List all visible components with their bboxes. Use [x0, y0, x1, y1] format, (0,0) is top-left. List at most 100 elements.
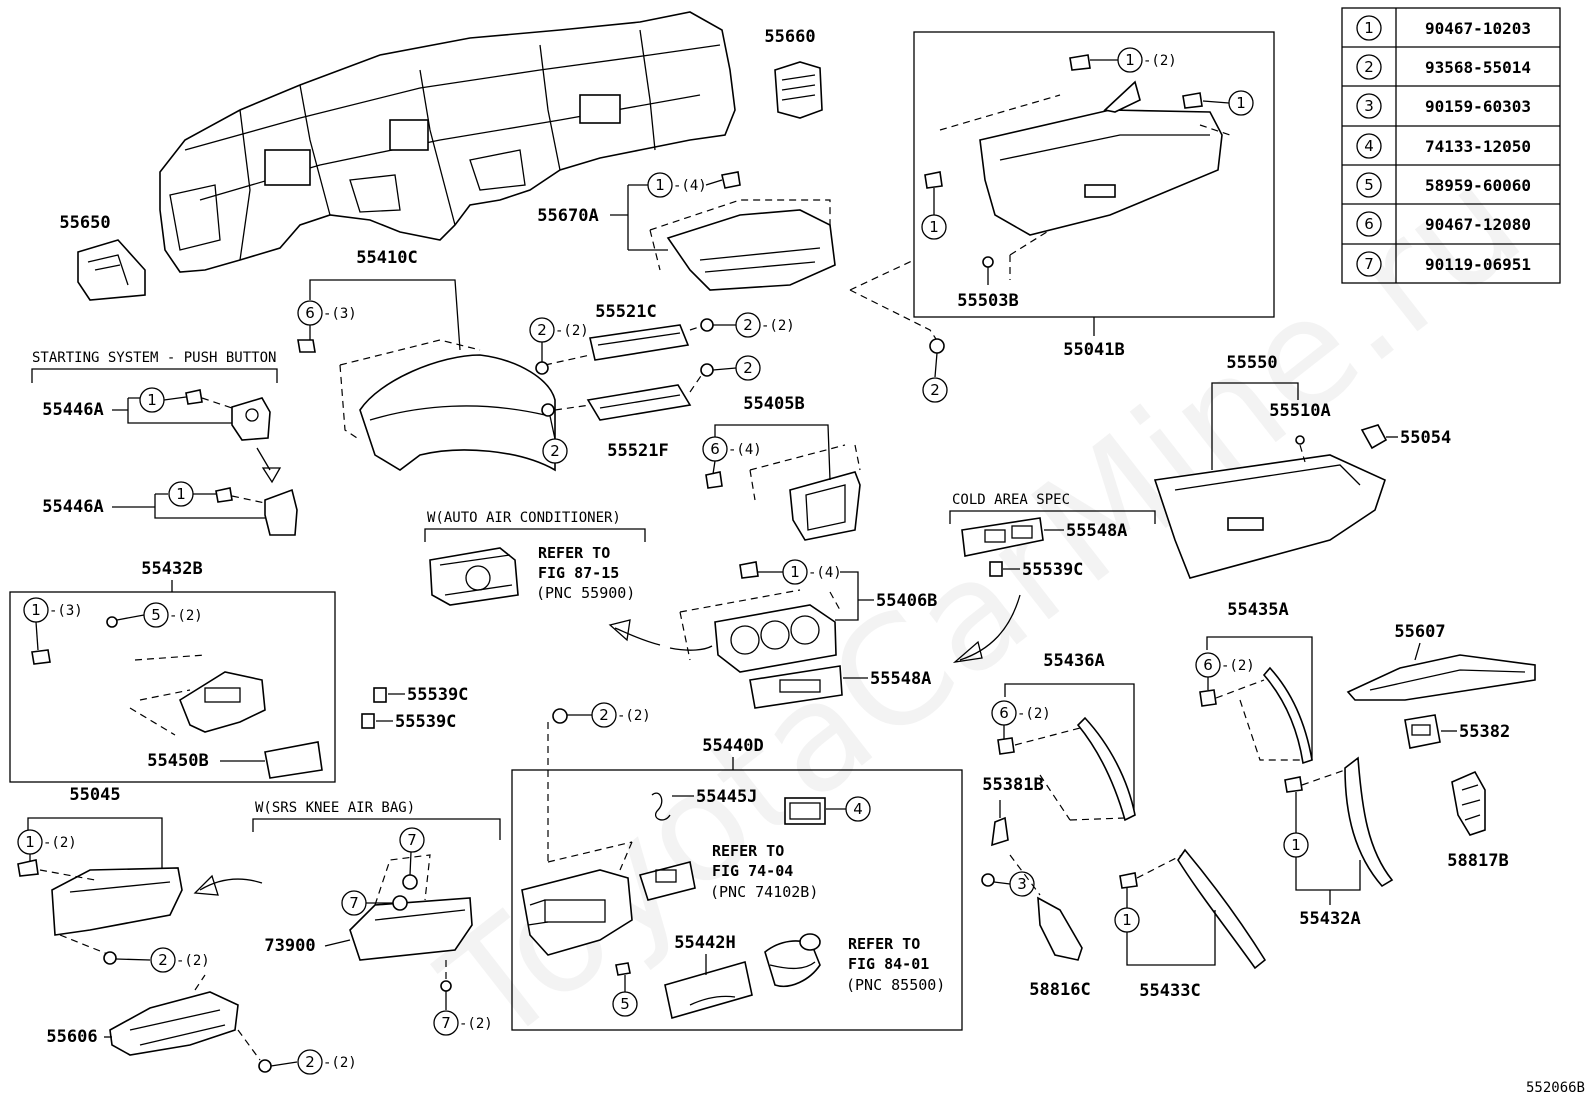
heater-control-panel-part — [679, 561, 841, 673]
screw-icon — [982, 256, 994, 268]
legend-row: 4 74133-12050 — [1356, 133, 1531, 159]
callout: 3 — [1009, 871, 1035, 897]
svg-text:-(2): -(2) — [459, 1016, 493, 1032]
screw-icon — [700, 318, 714, 332]
legend-row: 3 90159-60303 — [1356, 93, 1531, 119]
part-label: 55432B — [141, 559, 202, 579]
reference-figure: FIG 87-15 — [538, 564, 619, 582]
legend-part-number: 90159-60303 — [1425, 97, 1531, 116]
legend-row: 7 90119-06951 — [1356, 251, 1531, 277]
svg-text:2: 2 — [158, 951, 168, 969]
part-label: 55406B — [876, 591, 937, 611]
reference-pnc: (PNC 85500) — [846, 976, 945, 994]
lower-finish-panel-part — [521, 869, 633, 956]
clip-icon — [440, 980, 452, 992]
callout: 2-(2) — [150, 947, 210, 973]
svg-text:1: 1 — [1291, 836, 1301, 854]
svg-text:3: 3 — [1017, 875, 1027, 893]
svg-text:7: 7 — [407, 831, 417, 849]
callout: 1-(3) — [23, 597, 83, 623]
side-cover-left-part — [1009, 854, 1083, 961]
heater-control-panel-standard-part — [749, 665, 843, 709]
reference-text: REFER TO — [538, 544, 610, 562]
svg-text:-(2): -(2) — [617, 708, 651, 724]
svg-text:2: 2 — [930, 381, 940, 399]
callout: 6 -(3) — [297, 300, 357, 326]
part-label: 55548A — [870, 669, 931, 689]
lower-instrument-panel-part — [31, 616, 323, 779]
svg-text:-(2): -(2) — [43, 835, 77, 851]
part-label: 55539C — [407, 685, 468, 705]
svg-text:6: 6 — [305, 304, 315, 322]
legend-part-number: 93568-55014 — [1425, 58, 1531, 77]
svg-text:-(2): -(2) — [555, 323, 589, 339]
part-label: 55660 — [764, 27, 815, 47]
clip-icon — [373, 687, 387, 703]
glove-compartment-door-part — [924, 54, 1231, 280]
reference-figure: FIG 84-01 — [848, 955, 929, 973]
center-cluster-trim-lower-part — [554, 369, 706, 421]
svg-text:-(3): -(3) — [323, 306, 357, 322]
part-label: 55446A — [42, 400, 103, 420]
arrow-icon — [959, 594, 1021, 661]
svg-text:1: 1 — [176, 485, 186, 503]
callout: 7 — [399, 827, 425, 853]
part-label: 55442H — [674, 933, 735, 953]
spring-icon — [651, 792, 671, 821]
callout: 1 — [168, 481, 194, 507]
lower-bracket-part — [1404, 714, 1441, 749]
reference-text: REFER TO — [712, 842, 784, 860]
legend-number: 2 — [1364, 58, 1374, 76]
part-label: 55450B — [147, 751, 208, 771]
side-vent-left-part — [77, 239, 146, 301]
side-vent-right-part — [774, 61, 823, 119]
svg-text:1: 1 — [1122, 911, 1132, 929]
part-label: 55432A — [1299, 909, 1360, 929]
callout: 2-(2) — [735, 312, 795, 338]
part-label: 55606 — [46, 1027, 97, 1047]
part-label: 55436A — [1043, 651, 1104, 671]
fuse-box-part — [638, 861, 696, 901]
clip-icon — [989, 561, 1003, 577]
push-button-panel-alt-part — [215, 487, 298, 536]
lower-cover-part — [664, 960, 753, 1020]
svg-text:6: 6 — [1203, 656, 1213, 674]
svg-text:1: 1 — [1125, 51, 1135, 69]
side-cover-right-part — [1451, 770, 1486, 836]
callout: 4 — [845, 796, 871, 822]
legend-row: 5 58959-60060 — [1356, 172, 1531, 198]
legend-number: 3 — [1364, 97, 1374, 115]
part-label: 55539C — [395, 712, 456, 732]
screw-icon — [103, 951, 117, 965]
legend-part-number: 74133-12050 — [1425, 137, 1531, 156]
callout: 2 -(2) — [591, 702, 651, 728]
screw-icon — [541, 403, 555, 417]
part-label: 58816C — [1029, 980, 1090, 1000]
svg-text:2: 2 — [537, 321, 547, 339]
svg-text:2: 2 — [599, 706, 609, 724]
part-label: 55521C — [595, 302, 656, 322]
callout: 1 — [921, 214, 947, 240]
part-label: 55503B — [957, 291, 1018, 311]
bolt-icon — [392, 895, 408, 911]
heater-control-panel-cold-part — [961, 517, 1044, 557]
part-label: 55433C — [1139, 981, 1200, 1001]
part-label: 55405B — [743, 394, 804, 414]
callout: 1-(2) — [1117, 47, 1177, 73]
part-label: 55670A — [537, 206, 598, 226]
arrow-icon — [256, 447, 282, 484]
clip-icon — [361, 713, 375, 729]
svg-text:1: 1 — [147, 391, 157, 409]
lower-reinforcement-part — [109, 974, 239, 1056]
callout: 7 -(2) — [433, 1010, 493, 1036]
callout: 6-(4) — [702, 436, 762, 462]
screw-icon — [535, 361, 549, 375]
svg-text:1: 1 — [929, 218, 939, 236]
radio-bracket-part — [705, 444, 861, 541]
section-label: W(SRS KNEE AIR BAG) — [255, 800, 415, 816]
svg-text:7: 7 — [441, 1014, 451, 1032]
screw-icon — [258, 1059, 272, 1073]
svg-text:2: 2 — [743, 359, 753, 377]
svg-text:1: 1 — [25, 833, 35, 851]
